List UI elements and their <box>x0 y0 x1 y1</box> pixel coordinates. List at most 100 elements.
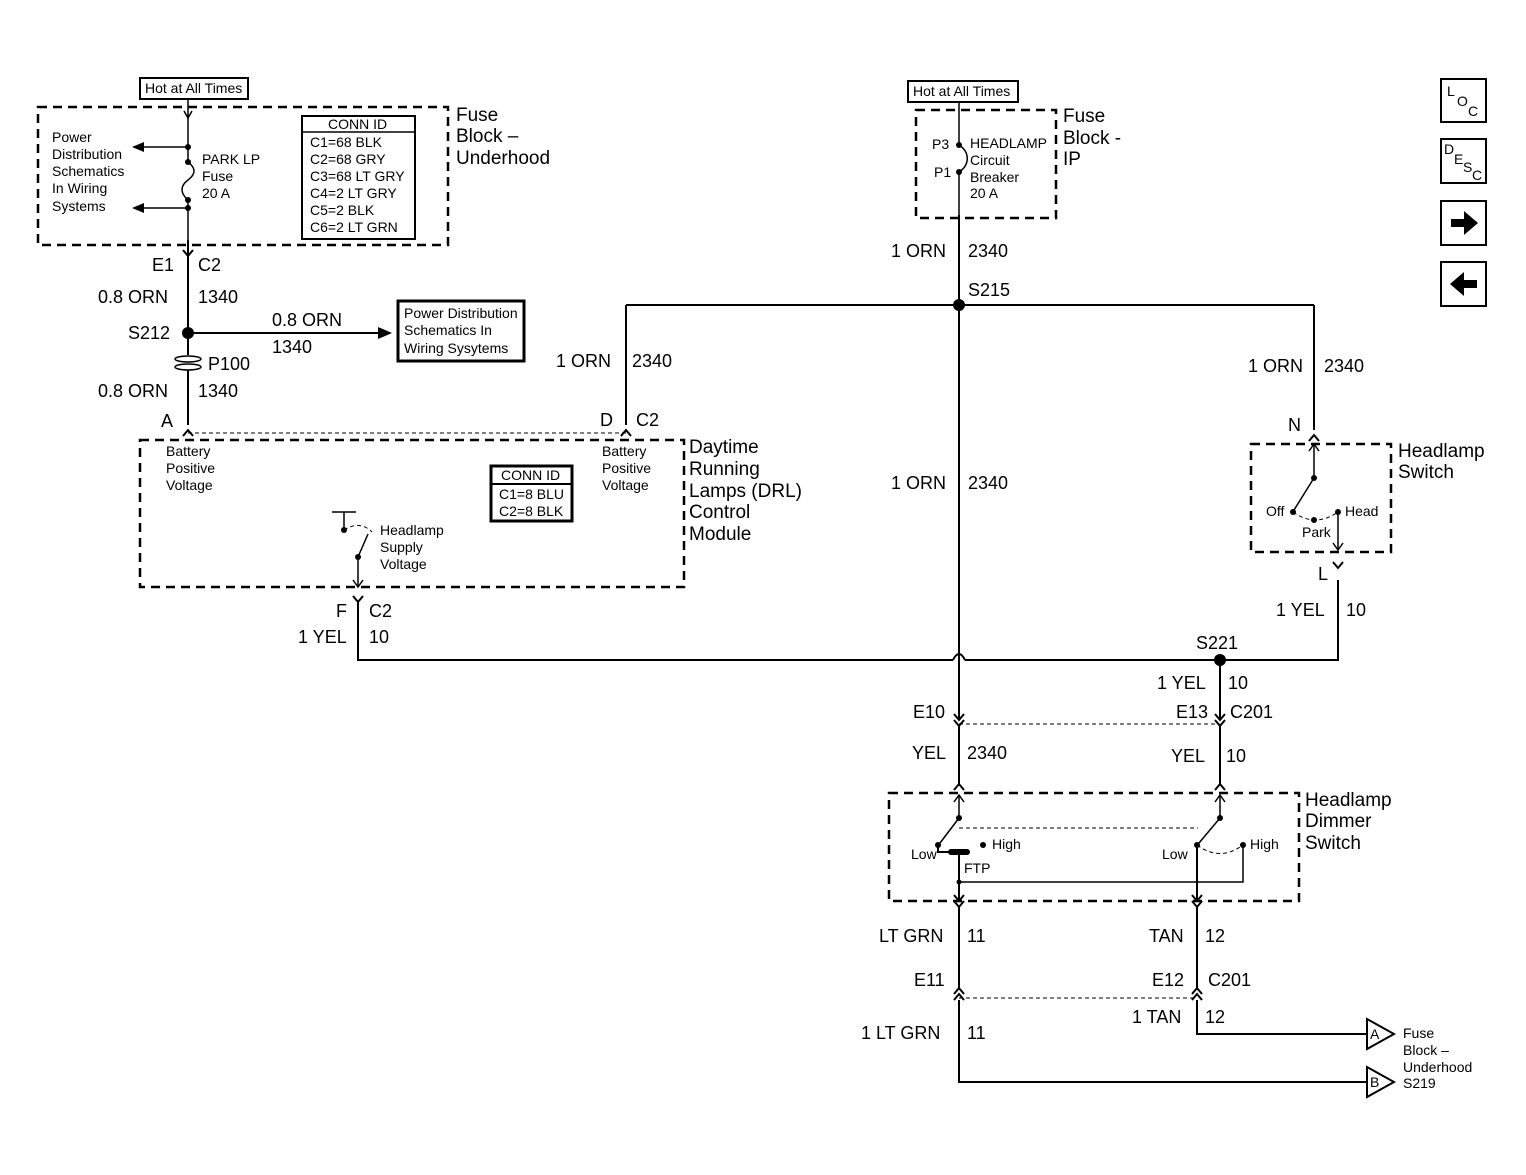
label-e12: E12 <box>1152 970 1184 990</box>
dimmer-left-blade <box>939 817 960 844</box>
label-2340-right: 2340 <box>1324 356 1364 376</box>
arrow-left-icon <box>1450 272 1477 296</box>
label-2340-yel: 2340 <box>967 743 1007 763</box>
fuse-block-underhood: Hot at All Times Fuse Block – Underhood … <box>36 77 550 247</box>
desc-e: E <box>1454 151 1463 167</box>
label-10-yel: 10 <box>1226 746 1246 766</box>
power-dist-box-3: Wiring Sysytems <box>404 340 508 356</box>
label-11: 11 <box>967 926 986 946</box>
bpv-left-1: Battery <box>166 443 210 459</box>
label-1340-b: 1340 <box>272 337 312 357</box>
circuit-2340-right-branch: 1 ORN 2340 N <box>1248 305 1364 442</box>
drl-label-4: Control <box>689 502 750 523</box>
dimmer-high-b: High <box>1250 836 1279 852</box>
power-dist-left-2: Distribution <box>52 146 122 162</box>
label-n: N <box>1288 415 1301 435</box>
park-fuse-label-2: Fuse <box>202 168 233 184</box>
circuit-2340-drl-branch: 1 ORN 2340 D C2 <box>556 304 1314 437</box>
fuse-block-ip-label-2: Block - <box>1063 128 1121 149</box>
hot-at-all-times-left: Hot at All Times <box>145 80 242 96</box>
headlamp-switch-label-1: Headlamp <box>1398 441 1485 462</box>
label-yel1-right: 1 YEL <box>1276 600 1325 620</box>
next-button[interactable] <box>1440 200 1487 246</box>
switch-head: Head <box>1345 503 1378 519</box>
fuse-block-ip-outline <box>914 108 1058 220</box>
arrow-right-icon <box>378 327 392 339</box>
dimmer-label-3: Switch <box>1305 833 1361 854</box>
loc-o: O <box>1457 93 1468 109</box>
offpage-a-line-2: Block – <box>1403 1042 1449 1058</box>
drl-label-1: Daytime <box>689 437 759 458</box>
headlamp-supply-1: Headlamp <box>380 522 444 538</box>
conn-id-table-2 <box>489 464 574 523</box>
label-c2-f: C2 <box>369 601 392 621</box>
dimmer-low-a: Low <box>911 846 938 862</box>
breaker-label-4: 20 A <box>970 185 999 201</box>
conn-id-1-row-3: C3=68 LT GRY <box>310 168 405 184</box>
label-ltgrn1: 1 LT GRN <box>861 1023 940 1043</box>
conn-id-1-row-1: C1=68 BLK <box>310 134 383 150</box>
label-orn08-c: 0.8 ORN <box>98 381 168 401</box>
bpv-right-1: Battery <box>602 443 646 459</box>
headlamp-dimmer-switch: Headlamp Dimmer Switch Low High FTP Low … <box>887 790 1392 909</box>
drl-module-outline <box>138 438 686 589</box>
label-yel-b: YEL <box>1171 746 1205 766</box>
circuit-10-yel: F C2 1 YEL 10 S221 1 YEL 10 <box>298 580 1366 666</box>
dimmer-low-b: Low <box>1162 846 1189 862</box>
loc-c: C <box>1468 103 1478 119</box>
label-yel1-s221: 1 YEL <box>1157 673 1206 693</box>
hot-at-all-times-left-box <box>139 77 249 100</box>
label-orn08-b: 0.8 ORN <box>272 310 342 330</box>
conn-id-2-row-2: C2=8 BLK <box>499 503 564 519</box>
prev-button[interactable] <box>1440 261 1487 307</box>
drl-label-2: Running <box>689 459 760 480</box>
loc-button[interactable]: L O C <box>1440 78 1487 123</box>
label-12-b: 12 <box>1205 1007 1225 1027</box>
hot-at-all-times-right: Hot at All Times <box>913 83 1010 99</box>
dimmer-label-2: Dimmer <box>1305 811 1372 832</box>
label-10-right: 10 <box>1346 600 1366 620</box>
label-orn1-top: 1 ORN <box>891 241 946 261</box>
conn-id-1-row-5: C5=2 BLK <box>310 202 375 218</box>
label-2340-mid: 2340 <box>968 473 1008 493</box>
offpage-connector-a[interactable]: A Fuse Block – Underhood <box>1366 1017 1472 1075</box>
park-fuse-label-3: 20 A <box>202 185 231 201</box>
label-c201-b: C201 <box>1208 970 1251 990</box>
headlamp-switch-blade <box>1293 477 1315 511</box>
label-2340-left: 2340 <box>632 351 672 371</box>
offpage-a-line-3: Underhood <box>1403 1059 1472 1075</box>
desc-c: C <box>1472 167 1482 183</box>
headlamp-supply-2: Supply <box>380 539 423 555</box>
headlamp-supply-switch <box>357 533 369 558</box>
power-dist-box-1: Power Distribution <box>404 305 518 321</box>
park-lp-fuse-symbol <box>181 161 195 201</box>
label-d: D <box>600 410 613 430</box>
offpage-connector-b[interactable]: B S219 <box>1366 1065 1436 1099</box>
circuit-1340: E1 C2 0.8 ORN 1340 S212 0.8 ORN 1340 P10… <box>98 240 392 437</box>
headlamp-supply-3: Voltage <box>380 556 427 572</box>
label-1340-c: 1340 <box>198 381 238 401</box>
hot-at-all-times-right-box <box>907 80 1019 103</box>
power-dist-left-4: In Wiring <box>52 180 107 196</box>
label-1340-a: 1340 <box>198 287 238 307</box>
power-dist-left-3: Schematics <box>52 163 124 179</box>
switch-park: Park <box>1302 524 1332 540</box>
label-yel1-left: 1 YEL <box>298 627 347 647</box>
desc-s: S <box>1463 159 1472 175</box>
fuse-block-underhood-label-2: Block – <box>456 126 519 147</box>
connector-p100-symbol <box>174 355 202 363</box>
dimmer-label-1: Headlamp <box>1305 790 1392 811</box>
fuse-block-ip: Hot at All Times Fuse Block - IP P3 P1 H… <box>907 80 1121 300</box>
loc-l: L <box>1447 83 1455 99</box>
desc-button[interactable]: D E S C <box>1440 138 1487 184</box>
conn-id-1-row-4: C4=2 LT GRY <box>310 185 397 201</box>
power-dist-box-2: Schematics In <box>404 322 492 338</box>
breaker-label-2: Circuit <box>970 152 1010 168</box>
arrow-right-icon <box>1451 211 1478 235</box>
fuse-block-ip-label-3: IP <box>1063 149 1081 170</box>
label-s215: S215 <box>968 280 1010 300</box>
conn-id-2-title: CONN ID <box>501 467 560 483</box>
label-orn1-right: 1 ORN <box>1248 356 1303 376</box>
breaker-label-1: HEADLAMP <box>970 135 1047 151</box>
